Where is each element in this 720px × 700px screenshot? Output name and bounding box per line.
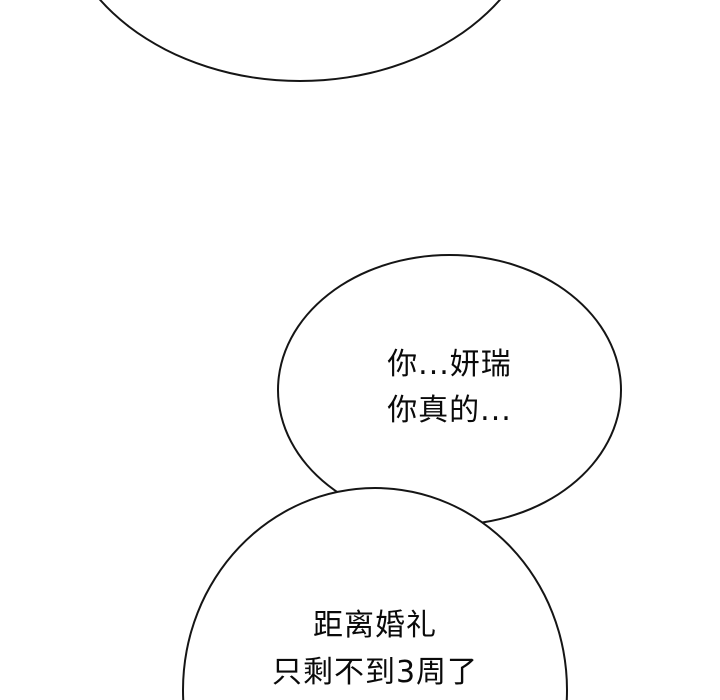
speech-bubble-middle bbox=[277, 254, 622, 526]
speech-line: 你真的... bbox=[387, 393, 512, 428]
speech-line: 只剩不到3周了 bbox=[271, 655, 479, 690]
speech-line: 距离婚礼 bbox=[313, 608, 437, 643]
speech-text-middle: 你...妍瑞 你真的... bbox=[277, 342, 622, 434]
speech-text-bottom: 距离婚礼 只剩不到3周了 bbox=[182, 602, 568, 696]
speech-line: 你...妍瑞 bbox=[387, 347, 512, 382]
speech-bubble-top bbox=[57, 0, 543, 82]
